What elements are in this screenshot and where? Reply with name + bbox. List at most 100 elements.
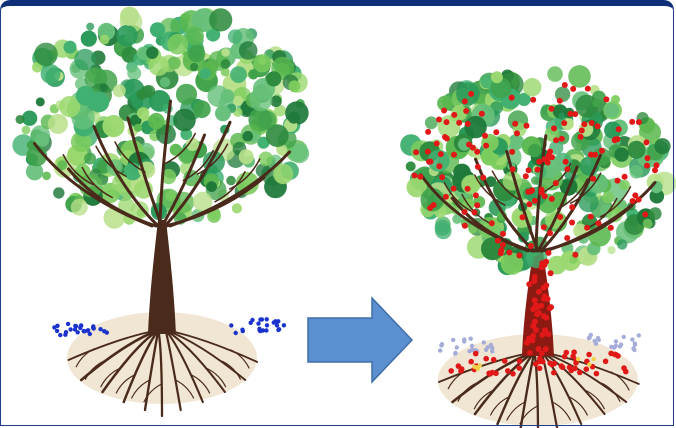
blue-dot [241,329,245,333]
blue-dot [276,328,280,332]
red-dot [498,247,504,253]
red-dot [530,338,536,344]
red-dot [622,174,628,180]
leaf [230,66,247,83]
red-dot [564,235,570,241]
red-dot [480,175,486,181]
red-dot [463,108,469,114]
faded-blue-dot [633,341,637,345]
red-dot [547,149,553,155]
red-dot [547,360,553,366]
red-dot [444,119,450,125]
red-dot [569,204,575,210]
leaf [86,23,94,31]
red-dot [462,209,468,215]
red-dot [439,174,445,180]
faded-blue-dot [469,337,473,341]
blue-dot [229,323,233,327]
red-dot [456,363,462,369]
red-dot [539,332,545,338]
leaf [456,82,480,106]
red-dot [509,95,515,101]
red-dot [546,250,552,256]
red-dot [614,136,620,142]
red-dot [443,194,449,200]
leaf [628,141,646,159]
blue-dot [265,317,269,321]
leaf [249,88,272,111]
healthy-tree [12,7,309,416]
blue-dot [63,333,67,337]
leaf [654,138,670,154]
red-dot [532,297,538,303]
red-dot [458,368,464,374]
leaf [209,8,232,31]
red-dot [532,319,538,325]
leaf [185,27,204,46]
leaf [258,111,276,129]
red-dot [466,142,472,148]
leaf [226,176,236,186]
leaf [64,41,77,54]
red-dot [495,238,501,244]
blue-dot [58,333,62,337]
red-dot [468,91,474,97]
red-dot [616,126,622,132]
leaf [134,124,142,132]
red-dot [561,120,567,126]
red-dot [536,310,542,316]
leaf [508,134,524,150]
red-dot [572,252,578,258]
leaf [523,78,541,96]
red-dot [506,250,512,256]
leaf [243,131,254,142]
red-dot [539,260,545,266]
leaf [425,116,438,129]
tree-trunk [148,220,176,334]
faded-blue-dot [630,337,634,341]
red-dot [584,225,590,231]
red-dot [524,340,530,346]
red-dot [500,231,506,237]
faded-blue-dot [453,351,457,355]
red-dot [599,148,605,154]
red-dot [543,282,549,288]
red-dot [465,121,471,127]
leaf [81,30,97,46]
leaf [41,64,61,84]
red-dot [581,121,587,127]
red-dot [516,253,522,259]
trunk [148,220,176,334]
red-dot [523,173,529,179]
red-dot [532,274,538,280]
leaf [34,43,58,67]
red-dot [527,350,533,356]
red-dot [525,189,531,195]
leaf [435,220,451,236]
red-dot [505,368,511,374]
red-dot [473,192,479,198]
red-dot [532,198,538,204]
red-dot [557,98,563,104]
red-dot [524,123,530,129]
leaf [137,107,149,119]
leaf [643,219,653,229]
red-dot [636,197,642,203]
red-dot [603,359,609,365]
leaf [568,65,591,88]
red-dot [428,159,434,165]
leaf [116,25,137,46]
red-dot [487,371,493,377]
faded-blue-dot [455,345,459,349]
blue-dot [74,324,78,328]
red-dot [586,352,592,358]
leaf [561,252,571,262]
leaf [127,66,141,80]
red-dot [594,371,600,377]
red-dot [526,167,532,173]
red-dot [596,220,602,226]
leaf [233,96,243,106]
blue-dot [256,321,260,325]
leaf [167,34,188,55]
leaf [215,106,231,122]
